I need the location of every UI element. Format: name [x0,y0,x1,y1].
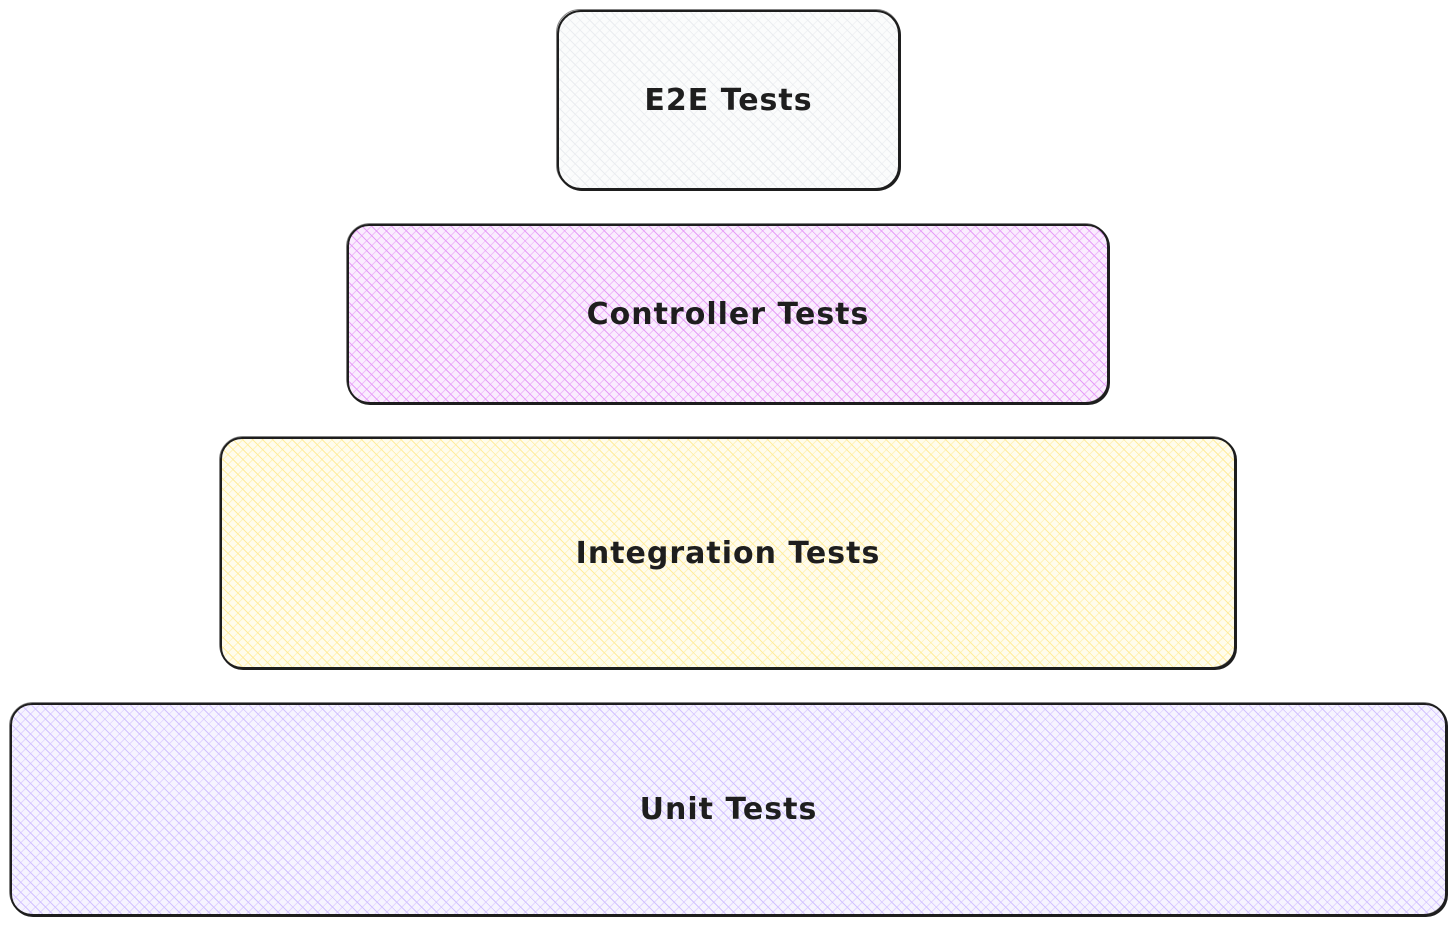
tier-label-controller: Controller Tests [586,296,870,332]
tier-label-unit: Unit Tests [639,792,818,827]
pyramid-tier-e2e: E2E Tests [556,9,900,190]
pyramid-tier-integration: Integration Tests [219,436,1236,669]
pyramid-tier-controller: Controller Tests [346,223,1109,404]
tier-label-e2e: E2E Tests [644,82,813,118]
pyramid-tier-unit: Unit Tests [9,702,1447,916]
tier-label-integration: Integration Tests [575,535,881,571]
